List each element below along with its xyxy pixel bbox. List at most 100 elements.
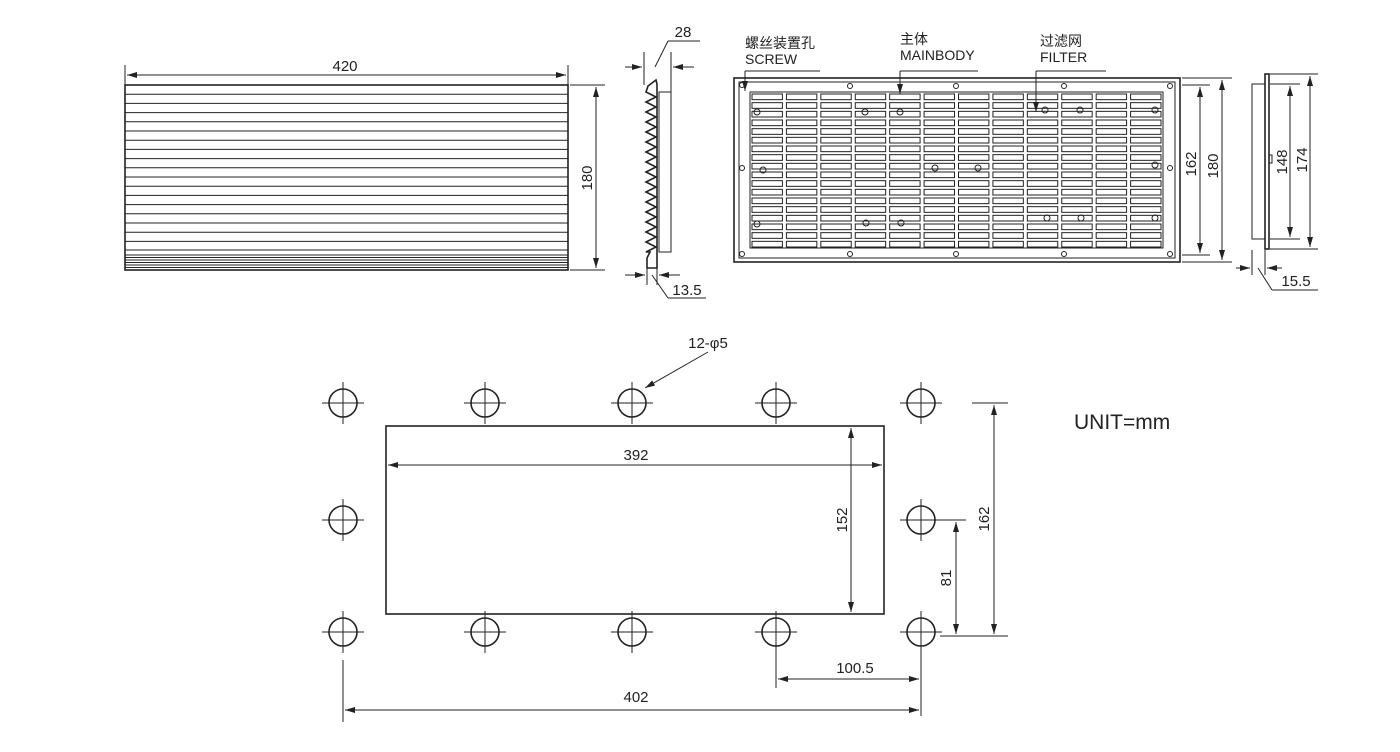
filter-cell [889,119,921,127]
filter-cell [958,214,990,222]
mounting-hole [322,382,364,424]
filter-clip [897,219,905,227]
filter-cell [923,102,955,109]
mounting-hole [464,611,506,653]
filter-cell [889,197,921,205]
filter-cell [1130,197,1162,205]
filter-cell [889,188,921,196]
side-filter-body [658,91,672,253]
filter-cell [820,136,852,144]
filter-cell [958,145,990,153]
filter-cell [1130,223,1162,231]
filter-cell [820,102,852,109]
filter-cell [923,197,955,205]
filter-cell [1095,93,1128,101]
filter-label-en: FILTER [1040,49,1087,65]
filter-cell [854,180,887,187]
filter-cell [820,240,852,248]
filter-clip [896,108,904,116]
front-grille-slats [125,84,568,268]
filter-cell [923,240,955,248]
filter-cell [923,119,955,127]
filter-cell [1130,214,1162,222]
filter-cell [1026,223,1059,231]
filter-cell [1095,214,1128,222]
rear-screw-holes [739,82,1173,257]
filter-cell [785,206,818,213]
filter-cell [992,136,1024,144]
filter-cell [1130,154,1162,161]
filter-cell [1061,206,1093,213]
filter-cell [1130,110,1162,118]
filter-cell [751,180,783,187]
cutout-rectangle [385,425,885,615]
filter-cell [1061,110,1093,118]
filter-cell [854,214,887,222]
filter-cell [1061,214,1093,222]
filter-cell [1061,145,1093,153]
filter-clip [1151,106,1159,114]
filter-cell [1095,110,1128,118]
filter-clip [1041,106,1049,114]
filter-cell [1026,136,1059,144]
front-height-dim: 180 [579,165,596,190]
filter-cell [854,206,887,213]
filter-cell [785,136,818,144]
filter-cell [1026,206,1059,213]
filter-cell [854,128,887,135]
filter-cell [958,188,990,196]
filter-cell [1061,93,1093,101]
front-view: 420 180 [124,58,605,271]
filter-cell [820,128,852,135]
filter-cell [1130,102,1162,109]
filter-cell [820,232,852,239]
filter-cell [1061,240,1093,248]
filter-cell [923,128,955,135]
filter-cell [751,110,783,118]
screw-label-en: SCREW [745,51,798,67]
filter-cell [958,128,990,135]
filter-cell [889,214,921,222]
filter-cell [854,145,887,153]
filter-cell [1130,232,1162,239]
filter-cell [1130,171,1162,179]
profile-inner-dim: 148 [1274,149,1291,174]
filter-clip [753,108,761,116]
mainbody-label-en: MAINBODY [900,47,975,63]
screw-label-cn: 螺丝装置孔 [745,35,815,51]
filter-cell [889,232,921,239]
mounting-holes [322,382,942,653]
filter-cell [923,188,955,196]
filter-cell [992,102,1024,109]
filter-cell [992,223,1024,231]
filter-cell [1061,197,1093,205]
filter-cell [889,110,921,118]
filter-cell [889,240,921,248]
profile-depth-dim: 15.5 [1281,273,1310,290]
filter-cell [1095,240,1128,248]
filter-cell [854,119,887,127]
filter-cell [820,214,852,222]
side-louver-profile [644,78,658,269]
filter-cell [992,162,1024,170]
screw-hole [953,251,959,257]
filter-cell [889,154,921,161]
filter-cell [1026,188,1059,196]
filter-cell [1026,214,1059,222]
filter-cell [958,171,990,179]
filter-cell [820,154,852,161]
filter-cell [889,171,921,179]
filter-cell [1095,180,1128,187]
filter-cell [1130,119,1162,127]
filter-cell [820,93,852,101]
filter-cell [785,232,818,239]
filter-cell [889,162,921,170]
filter-cell [820,197,852,205]
filter-cell [820,188,852,196]
rear-outer-frame [733,77,1181,263]
filter-cell [958,197,990,205]
filter-cell [889,145,921,153]
mounting-hole [322,499,364,541]
filter-cell [1095,188,1128,196]
filter-cell [889,102,921,109]
